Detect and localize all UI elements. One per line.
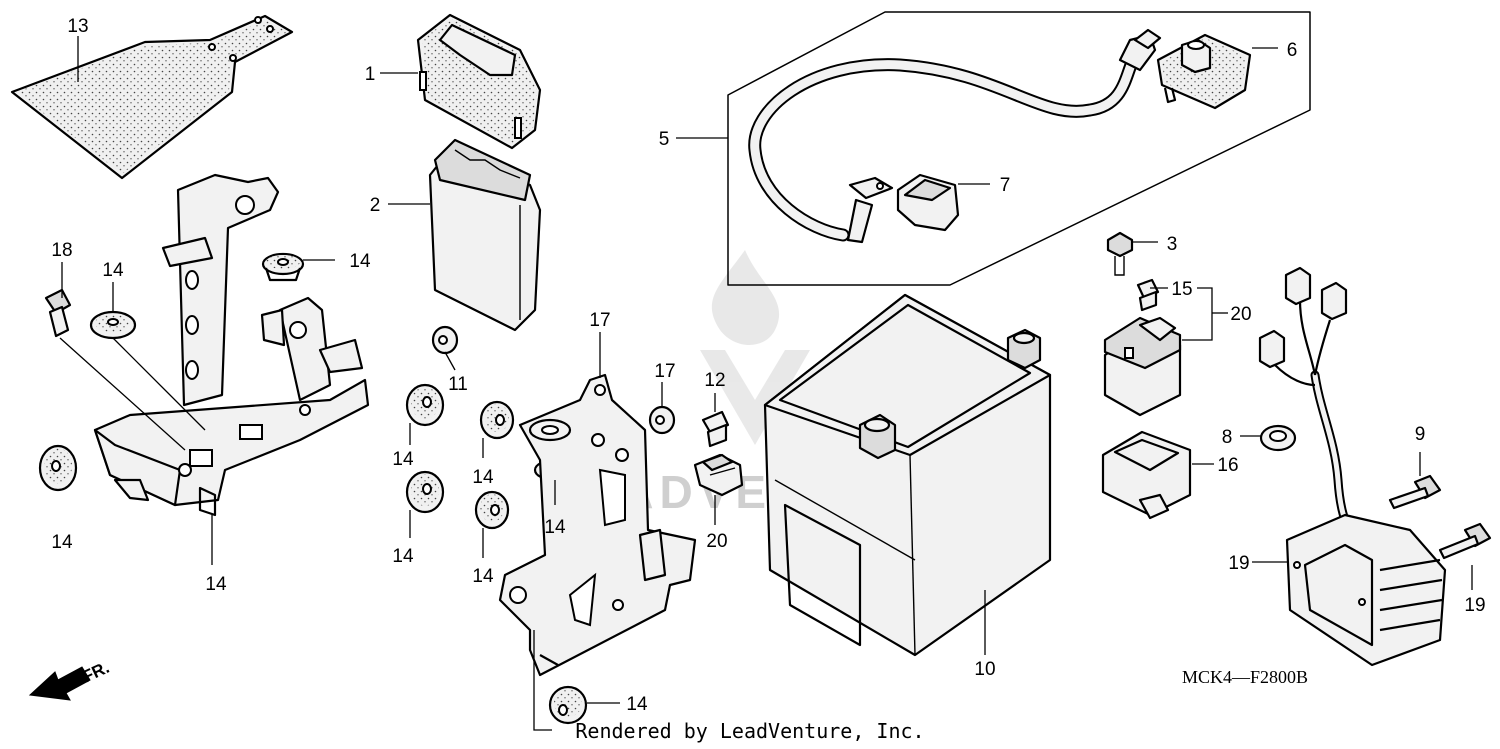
part-8-relay xyxy=(1103,316,1182,417)
part-19-bolt-a xyxy=(1388,474,1442,510)
callout-8: 20 xyxy=(1230,304,1251,325)
part-6-block xyxy=(1156,33,1252,110)
part-4-regulator xyxy=(1258,266,1447,667)
callout-14-f: 14 xyxy=(544,517,566,538)
callout-19-b: 19 xyxy=(1464,595,1485,616)
grommet-17-b xyxy=(648,405,676,435)
part-19-bolt-b xyxy=(1438,522,1492,560)
callout-19-a: 9 xyxy=(1415,424,1426,445)
part-3-battery xyxy=(763,293,1052,657)
callout-17-b: 17 xyxy=(654,361,675,382)
part-10-fuse-holder xyxy=(693,453,744,497)
callout-14-b: 14 xyxy=(349,251,371,272)
grommet-14-c xyxy=(38,444,78,492)
grommet-14-i xyxy=(548,685,588,725)
callout-18: 18 xyxy=(51,240,72,261)
callout-4: 19 xyxy=(1228,553,1249,574)
callout-2: 2 xyxy=(370,195,381,216)
callout-1: 1 xyxy=(365,64,376,85)
callout-7: 7 xyxy=(1000,175,1011,196)
part-15-screw xyxy=(1106,231,1134,276)
part-20-fuse-a xyxy=(701,410,730,448)
callout-14-e: 14 xyxy=(472,467,494,488)
callout-14-i: 14 xyxy=(626,694,648,715)
callout-15: 3 xyxy=(1167,234,1178,255)
part-12-bracket xyxy=(498,373,697,677)
leader-lines xyxy=(59,36,1473,731)
callout-5: 5 xyxy=(659,129,670,150)
callout-20-b: 15 xyxy=(1171,279,1192,300)
grommet-14-d xyxy=(405,383,445,427)
part-9-relay-holder xyxy=(1101,430,1192,520)
grommet-17-a xyxy=(431,325,459,355)
callout-6: 6 xyxy=(1287,40,1298,61)
callout-14-h: 14 xyxy=(472,566,494,587)
diagram-code: MCK4—F2800B xyxy=(1182,667,1308,687)
callout-12: 17 xyxy=(589,310,610,331)
callout-20-a: 12 xyxy=(704,370,725,391)
part-7-cap xyxy=(896,173,960,232)
grommet-14-e xyxy=(405,470,445,514)
callout-16: 8 xyxy=(1222,427,1233,448)
part-16-clip xyxy=(1259,424,1297,452)
callout-3: 10 xyxy=(974,659,995,680)
callout-14-c: 14 xyxy=(51,532,73,553)
callout-10: 20 xyxy=(706,531,727,552)
part-18-bolt xyxy=(44,288,72,338)
part-20-fuse-b xyxy=(1136,278,1160,312)
callout-17-a: 11 xyxy=(448,374,468,395)
callout-9: 16 xyxy=(1217,455,1238,476)
grommet-14-h xyxy=(474,490,510,530)
part-2-control-unit xyxy=(428,138,542,332)
callout-11: 14 xyxy=(205,574,227,595)
part-5-cable-box xyxy=(727,11,1311,286)
callout-labels: 13 1 2 5 6 7 18 14 14 14 14 14 14 14 14 … xyxy=(51,16,1485,715)
part-1-cover xyxy=(416,13,542,150)
callout-14-a: 14 xyxy=(102,260,124,281)
part-13-pad xyxy=(10,14,294,180)
part-11-bracket xyxy=(93,173,370,517)
front-direction-arrow-icon: FR. xyxy=(28,658,112,701)
grommet-14-a xyxy=(261,252,305,282)
callout-13: 13 xyxy=(67,16,88,37)
grommet-14-b xyxy=(89,310,137,340)
credit-text: Rendered by LeadVenture, Inc. xyxy=(575,719,924,743)
grommet-14-f xyxy=(479,400,515,440)
callout-14-d: 14 xyxy=(392,449,414,470)
callout-14-g: 14 xyxy=(392,546,414,567)
